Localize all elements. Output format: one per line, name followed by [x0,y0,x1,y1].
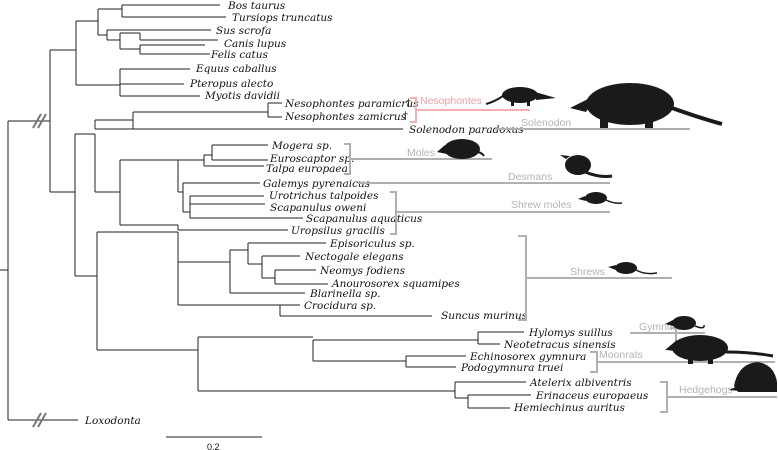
tip-crocidura: Crocidura sp. [304,300,376,312]
tip-episoriculus: Episoriculus sp. [329,238,415,250]
tip-hylomys: Hylomys suillus [528,327,613,339]
tip-euroscaptor: Euroscaptor sp. [269,153,354,165]
group-label-shrews: Shrews [570,266,605,278]
tip-neomys: Neomys fodiens [319,265,406,277]
shrew-mole-silhouette [578,192,623,204]
tip-anourosorex: Anourosorex squamipes [331,278,460,290]
group-brackets: Nesophontes Solenodon Moles Desmans Shre… [344,95,777,413]
nesophontes-silhouette [485,87,556,106]
shrew-silhouette [608,262,658,275]
group-label-desmans: Desmans [508,171,552,183]
tip-loxodonta: Loxodonta [84,415,141,427]
tip-urotrichus: Urotrichus talpoides [269,190,379,202]
tip-scapanulus-oweni: Scapanulus oweni [270,202,366,214]
moonrat-silhouette [665,335,774,364]
group-label-moonrats: Moonrats [599,349,643,361]
scale-bar: 0.2 [166,436,262,450]
tip-scapanulus-aquaticus: Scapanulus aquaticus [306,213,423,225]
tip-talpa: Talpa europaea [266,163,348,175]
tip-equus: Equus caballus [195,63,277,75]
tip-neotetracus: Neotetracus sinensis [503,339,616,351]
tip-hemiechinus: Hemiechinus auritus [513,402,626,414]
group-label-nesophontes: Nesophontes [420,95,482,107]
tip-labels: Bos taurus Tursiops truncatus Sus scrofa… [84,0,649,427]
bracket-shrews [518,235,527,321]
tip-neso-zamicrus: Nesophontes zamicrus [284,111,407,123]
animal-silhouettes [437,83,777,392]
mole-silhouette [437,139,485,159]
tip-felis: Felis catus [210,49,268,61]
group-label-moles: Moles [407,147,435,159]
scale-bar-label: 0.2 [207,442,220,450]
tip-pteropus: Pteropus alecto [189,78,273,90]
solenodon-silhouette [570,83,723,128]
tip-neso-paramicrus: Nesophontes paramicrus [284,98,419,110]
tip-galemys: Galemys pyrenaicus [263,178,371,190]
tip-atelerix: Atelerix albiventris [529,377,632,389]
group-label-solenodon: Solenodon [521,117,571,129]
tip-blarinella: Blarinella sp. [309,288,380,300]
tip-nectogale: Nectogale elegans [304,251,404,263]
axis-break-marks [32,113,47,428]
desman-silhouette [560,155,613,178]
group-label-hedgehogs: Hedgehogs [679,384,733,396]
tip-uropsilus: Uropsilus gracilis [291,225,385,237]
bracket-hedgehogs [660,381,668,413]
group-label-shrew-moles: Shrew moles [511,199,572,211]
tip-erinaceus: Erinaceus europaeus [535,390,649,402]
tip-echinosorex: Echinosorex gymnura [469,351,586,363]
tip-bos: Bos taurus [227,0,286,12]
hedgehog-silhouette [729,362,777,392]
tip-myotis: Myotis davidii [204,90,280,102]
tip-podogymnura: Podogymnura truei [460,362,563,374]
tree-branches [0,4,531,421]
bracket-moonrats [590,351,598,373]
gymnure-silhouette [665,316,705,330]
tip-mogera: Mogera sp. [271,140,332,152]
extinct-marker-2: † [403,111,408,122]
tip-suncus: Suncus murinus [441,310,528,322]
tip-sus: Sus scrofa [216,25,271,37]
tip-tursiops: Tursiops truncatus [232,12,333,24]
tip-canis: Canis lupus [224,38,287,50]
extinct-marker-1: † [406,98,411,109]
tip-solenodon: Solenodon paradoxus [409,124,524,136]
